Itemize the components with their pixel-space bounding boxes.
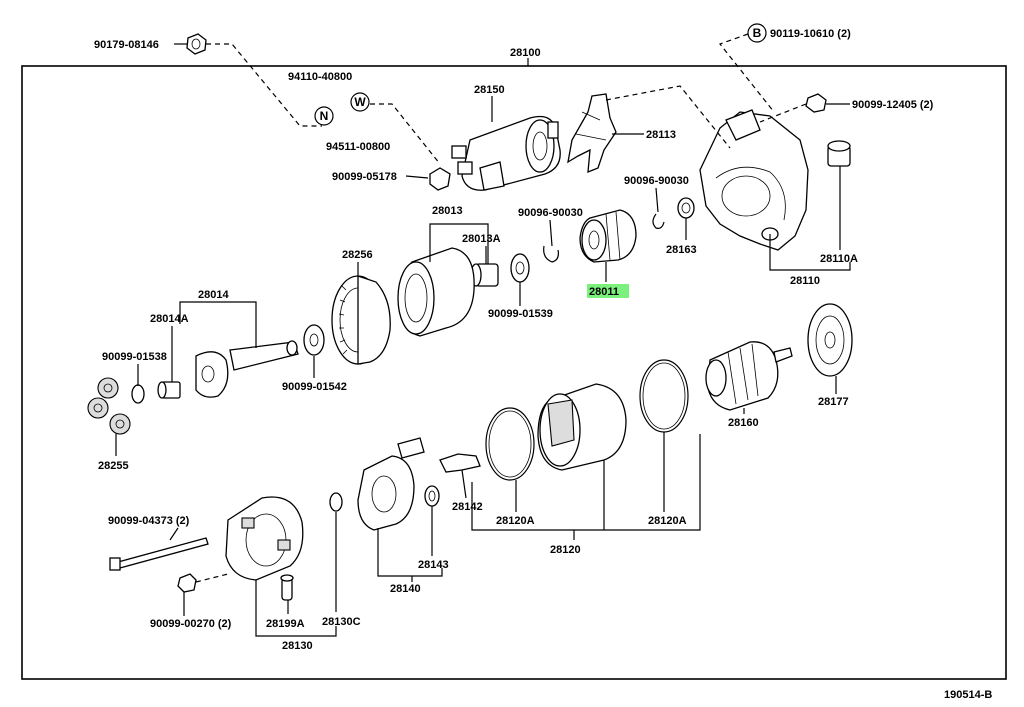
label-90179-08146[interactable]: 90179-08146 xyxy=(94,39,159,51)
label-90096-90030-right[interactable]: 90096-90030 xyxy=(624,175,689,187)
armature-28160-shape xyxy=(705,341,793,411)
label-28113[interactable]: 28113 xyxy=(646,129,676,141)
nut-90099-12405-shape xyxy=(805,93,827,113)
label-28110[interactable]: 28110 xyxy=(790,275,820,287)
screw-90099-00270-shape xyxy=(177,573,197,593)
gear-housing-28013-shape xyxy=(397,247,475,337)
svg-text:N: N xyxy=(320,109,329,123)
highlight-28011 xyxy=(587,284,629,298)
label-90119-10610[interactable]: 90119-10610 (2) xyxy=(770,28,851,40)
symbol-n-circle: N xyxy=(314,106,334,126)
label-28150[interactable]: 28150 xyxy=(474,84,505,96)
label-28100[interactable]: 28100 xyxy=(510,47,541,59)
label-94110-40800[interactable]: 94110-40800 xyxy=(288,71,352,83)
label-28014[interactable]: 28014 xyxy=(198,289,229,301)
label-90099-05178[interactable]: 90099-05178 xyxy=(332,171,397,183)
label-90099-00270[interactable]: 90099-00270 (2) xyxy=(150,618,232,630)
label-90099-04373[interactable]: 90099-04373 (2) xyxy=(108,515,190,527)
label-90099-01542[interactable]: 90099-01542 xyxy=(282,381,347,393)
label-90099-01538[interactable]: 90099-01538 xyxy=(102,351,167,363)
label-28120A-right[interactable]: 28120A xyxy=(648,515,687,527)
housing-28110-shape xyxy=(699,109,809,251)
diagram-frame xyxy=(21,65,1007,680)
figure-code: 190514-B xyxy=(944,689,992,701)
bushing-28014A-shape xyxy=(157,381,181,399)
label-94511-00800[interactable]: 94511-00800 xyxy=(326,141,390,153)
label-90099-12405[interactable]: 90099-12405 (2) xyxy=(852,99,934,111)
clip-90096-center-shape xyxy=(543,245,559,263)
plate-28177-shape xyxy=(807,303,853,377)
label-28120A-left[interactable]: 28120A xyxy=(496,515,535,527)
leader-lines xyxy=(115,33,851,637)
symbol-w-circle: W xyxy=(350,92,370,112)
clutch-28011-shape xyxy=(579,209,637,263)
label-28011[interactable]: 28011 xyxy=(589,286,619,298)
label-28014A[interactable]: 28014A xyxy=(150,313,189,325)
label-28163[interactable]: 28163 xyxy=(666,244,697,256)
grommet-28130C-shape xyxy=(329,492,343,512)
washer-90099-01539-shape xyxy=(510,253,530,283)
symbol-b-circle: B xyxy=(747,23,767,43)
nut-90179-shape xyxy=(186,33,207,55)
o-ring-28120A-left-shape xyxy=(485,407,535,481)
label-90099-01539[interactable]: 90099-01539 xyxy=(488,308,553,320)
label-28160[interactable]: 28160 xyxy=(728,417,759,429)
lever-28113-shape xyxy=(567,93,617,173)
brush-spring-28142-shape xyxy=(439,453,481,473)
end-frame-28130-shape xyxy=(225,496,304,581)
washer-90099-01538-shape xyxy=(131,384,145,404)
solenoid-28150-shape xyxy=(451,115,561,191)
label-28013A[interactable]: 28013A xyxy=(462,233,501,245)
svg-text:W: W xyxy=(354,95,366,109)
bearing-28163-shape xyxy=(677,197,695,219)
shaft-28014-shape xyxy=(195,340,299,398)
label-28177[interactable]: 28177 xyxy=(818,396,849,408)
planetary-gears-28255-shape xyxy=(87,377,131,435)
spring-28143-shape xyxy=(424,485,440,507)
internal-gear-28256-shape xyxy=(331,275,391,365)
brush-holder-28140-shape xyxy=(357,437,425,531)
bushing-28110A-shape xyxy=(827,140,851,167)
bearing-28013A-shape xyxy=(470,263,499,287)
o-ring-28120A-right-shape xyxy=(639,359,689,433)
label-28143[interactable]: 28143 xyxy=(418,559,449,571)
label-90096-90030-center[interactable]: 90096-90030 xyxy=(518,207,583,219)
label-28255[interactable]: 28255 xyxy=(98,460,129,472)
label-28130C[interactable]: 28130C xyxy=(322,616,361,628)
bolt-90099-04373-shape xyxy=(109,537,209,571)
clip-90096-right-shape xyxy=(652,213,665,229)
nut-90099-05178-shape xyxy=(429,167,451,191)
label-28199A[interactable]: 28199A xyxy=(266,618,305,630)
svg-text:B: B xyxy=(753,26,762,40)
label-28120[interactable]: 28120 xyxy=(550,544,581,556)
label-28110A[interactable]: 28110A xyxy=(820,253,858,265)
washer-90099-01542-shape xyxy=(303,324,325,356)
yoke-28120-shape xyxy=(537,383,627,471)
label-28142[interactable]: 28142 xyxy=(452,501,483,513)
label-28013[interactable]: 28013 xyxy=(432,205,463,217)
plug-28199A-shape xyxy=(280,574,294,601)
label-28130[interactable]: 28130 xyxy=(282,640,313,652)
label-28140[interactable]: 28140 xyxy=(390,583,421,595)
label-28256[interactable]: 28256 xyxy=(342,249,373,261)
